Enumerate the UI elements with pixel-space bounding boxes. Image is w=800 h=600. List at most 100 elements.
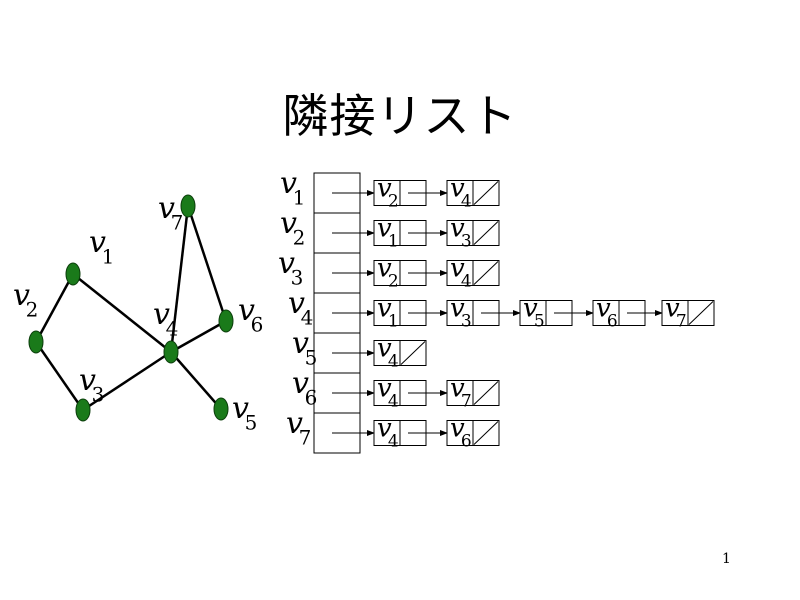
svg-text:3: 3	[92, 382, 105, 406]
svg-text:5: 5	[245, 410, 258, 434]
list-node-v3-v2: v2	[373, 254, 427, 291]
svg-text:3: 3	[461, 311, 472, 331]
svg-text:1: 1	[388, 311, 399, 331]
svg-text:2: 2	[388, 271, 399, 291]
svg-text:v: v	[292, 326, 309, 361]
svg-text:v: v	[288, 286, 305, 321]
node-label-v1: v1	[89, 225, 114, 268]
null-pointer	[473, 261, 499, 285]
edge-v4-v5	[170, 351, 222, 410]
list-node-label-v7: v7	[450, 374, 472, 412]
svg-text:v: v	[232, 391, 249, 426]
svg-text:v: v	[596, 294, 611, 324]
head-label-v3: v3	[278, 246, 303, 289]
svg-text:7: 7	[461, 391, 472, 411]
svg-text:6: 6	[305, 385, 318, 409]
list-node-label-v2: v2	[377, 174, 399, 212]
edge-v4-v6	[170, 319, 227, 354]
list-node-v1-v4: v4	[446, 174, 500, 212]
head-label-v2: v2	[280, 206, 305, 249]
svg-text:v: v	[665, 294, 680, 324]
svg-text:7: 7	[171, 210, 184, 234]
svg-text:7: 7	[676, 311, 687, 331]
head-label-v7: v7	[286, 406, 311, 449]
svg-text:3: 3	[291, 265, 304, 289]
list-node-label-v5: v5	[523, 294, 545, 332]
svg-text:v: v	[523, 294, 538, 324]
node-label-v3: v3	[79, 363, 104, 406]
svg-text:v: v	[89, 225, 106, 260]
svg-text:v: v	[280, 206, 297, 241]
list-node-v6-v7: v7	[446, 374, 500, 412]
list-node-label-v4: v4	[450, 174, 472, 212]
svg-text:v: v	[278, 246, 295, 281]
edge-v1-v4	[72, 273, 172, 353]
node-v4	[163, 340, 179, 364]
head-label-v4: v4	[288, 286, 313, 329]
node-label-v4: v4	[153, 297, 178, 340]
list-node-v4-v6: v6	[592, 294, 646, 332]
list-node-label-v1: v1	[377, 214, 399, 252]
svg-text:v: v	[450, 254, 465, 284]
svg-text:1: 1	[388, 231, 399, 251]
svg-text:v: v	[377, 174, 392, 204]
node-v3	[75, 398, 91, 422]
svg-text:v: v	[450, 214, 465, 244]
list-node-v7-v6: v6	[446, 414, 500, 452]
null-pointer	[688, 301, 714, 325]
svg-text:v: v	[238, 293, 255, 328]
list-node-label-v4: v4	[450, 254, 472, 292]
list-node-label-v3: v3	[450, 294, 472, 332]
list-node-v6-v4: v4	[373, 374, 427, 411]
svg-text:v: v	[13, 278, 30, 313]
list-node-v4-v3: v3	[446, 294, 500, 332]
page-number: 1	[722, 551, 731, 567]
edge-v3-v4	[82, 350, 172, 412]
list-node-label-v6: v6	[450, 414, 472, 452]
svg-text:v: v	[450, 374, 465, 404]
list-node-v2-v3: v3	[446, 214, 500, 252]
list-node-v4-v7: v7	[661, 294, 715, 332]
edge-v2-v3	[34, 341, 85, 411]
head-label-v6: v6	[292, 366, 317, 409]
svg-text:5: 5	[305, 345, 318, 369]
svg-text:6: 6	[251, 312, 264, 336]
node-v6	[218, 309, 234, 333]
svg-text:4: 4	[166, 316, 179, 340]
svg-text:v: v	[377, 214, 392, 244]
svg-text:v: v	[286, 406, 303, 441]
null-pointer	[473, 381, 499, 405]
list-node-label-v7: v7	[665, 294, 687, 332]
list-node-label-v3: v3	[450, 214, 472, 252]
svg-text:4: 4	[388, 351, 399, 371]
svg-text:3: 3	[461, 231, 472, 251]
svg-text:v: v	[79, 363, 96, 398]
svg-text:1: 1	[293, 185, 306, 209]
svg-text:v: v	[377, 334, 392, 364]
edge-v6-v7	[186, 205, 228, 322]
slide-title: 隣接リスト	[282, 89, 518, 143]
edge-v1-v2	[34, 273, 75, 343]
svg-text:4: 4	[461, 191, 472, 211]
list-node-v5-v4: v4	[373, 334, 427, 371]
node-v5	[213, 397, 229, 421]
svg-text:v: v	[377, 294, 392, 324]
list-node-v3-v4: v4	[446, 254, 500, 292]
svg-text:7: 7	[299, 425, 312, 449]
svg-text:6: 6	[461, 431, 472, 451]
svg-text:5: 5	[534, 311, 545, 331]
svg-text:4: 4	[301, 305, 314, 329]
svg-text:v: v	[377, 374, 392, 404]
svg-text:2: 2	[388, 191, 399, 211]
node-label-v2: v2	[13, 278, 38, 321]
list-node-label-v1: v1	[377, 294, 399, 332]
list-node-v7-v4: v4	[373, 414, 427, 451]
svg-text:v: v	[450, 414, 465, 444]
svg-text:4: 4	[388, 391, 399, 411]
svg-text:v: v	[153, 297, 170, 332]
list-node-v2-v1: v1	[373, 214, 427, 252]
list-node-label-v6: v6	[596, 294, 618, 332]
